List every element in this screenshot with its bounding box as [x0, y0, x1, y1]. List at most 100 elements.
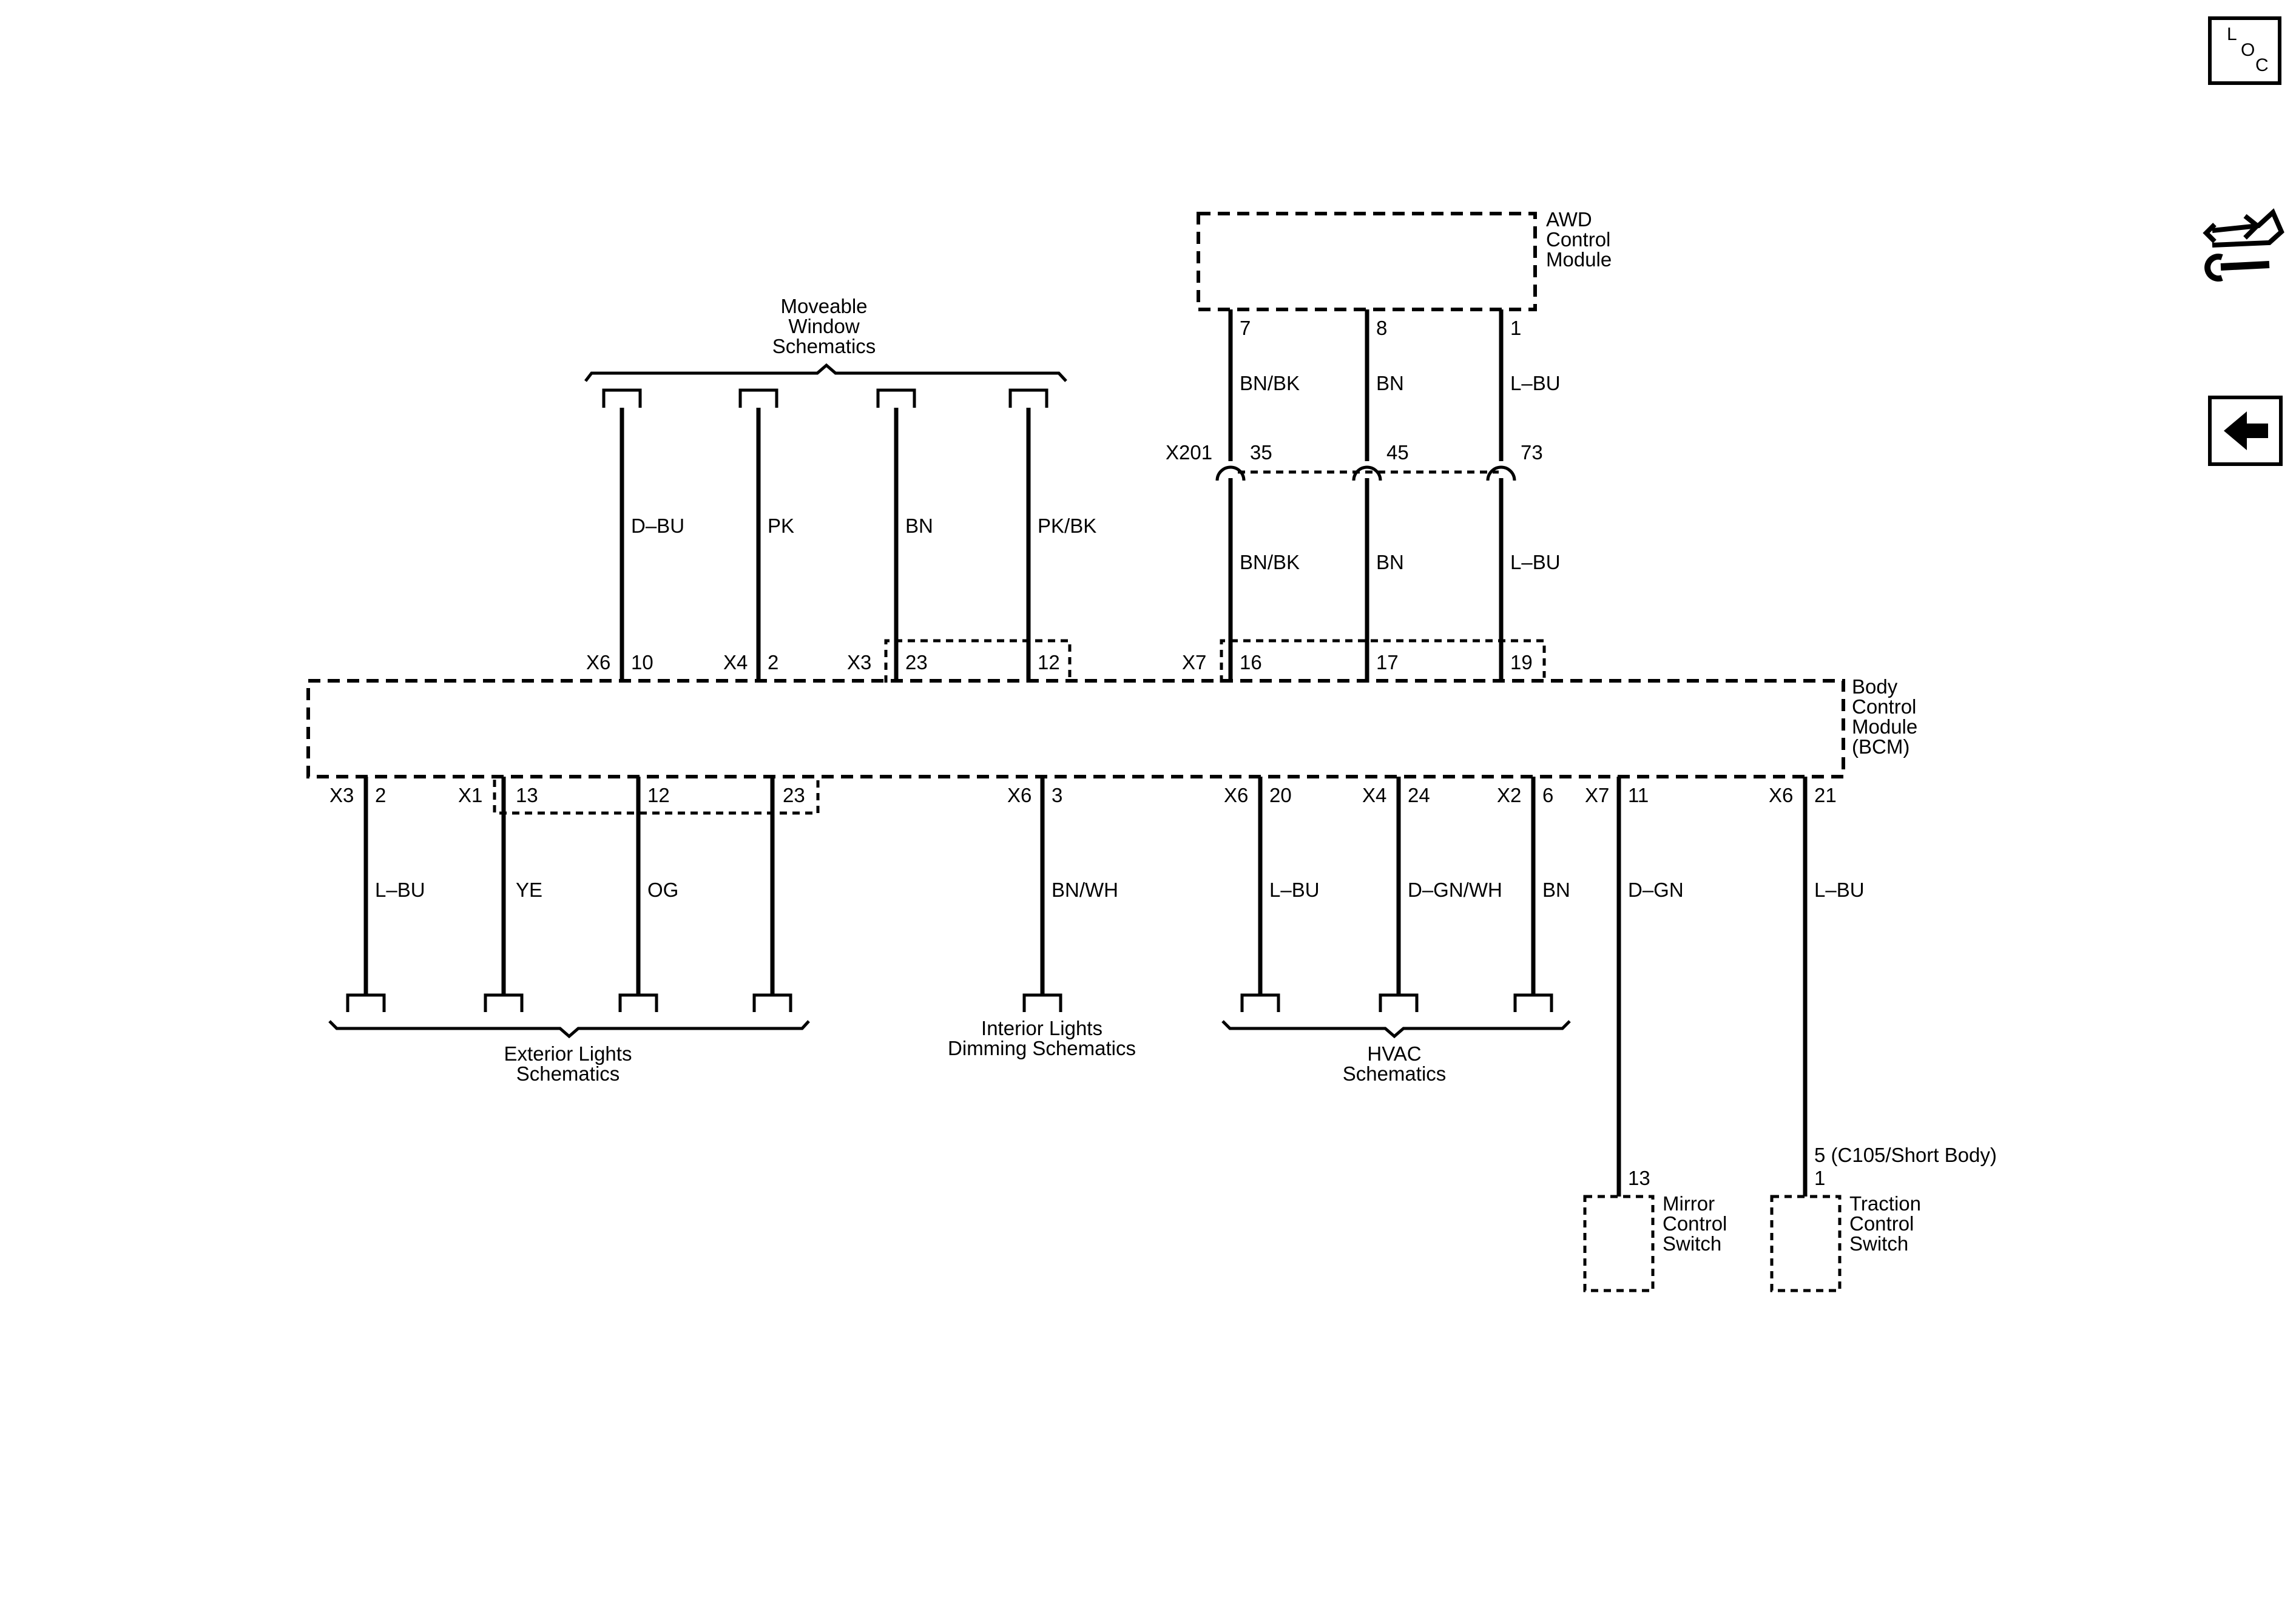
loc-letter-l: L [2227, 24, 2237, 44]
moveable-window-brace [584, 363, 1067, 382]
wire-color: YE [516, 879, 542, 901]
bcm-pin: 16 [1240, 651, 1262, 673]
exterior-lights-brace [328, 1020, 810, 1039]
arrows-wrench-icon[interactable] [2203, 208, 2284, 282]
bcm-pin: 3 [1052, 784, 1062, 806]
x7-connector-box [1220, 639, 1546, 683]
x201-pin: 35 [1250, 441, 1272, 464]
svg-text:Control: Control [1663, 1212, 1727, 1235]
awd-pin: 8 [1376, 317, 1387, 339]
svg-text:Control: Control [1849, 1212, 1914, 1235]
bcm-pin: 20 [1269, 784, 1292, 806]
bcm-connector: X3 [329, 784, 354, 806]
loc-letter-o: O [2241, 40, 2255, 60]
bcm-pin: 10 [631, 651, 653, 673]
bottom-terminals [346, 993, 1553, 1012]
bcm-connector: X6 [1007, 784, 1032, 806]
hvac-schematics-label: HVAC Schematics [1343, 1042, 1447, 1085]
awd-control-module-box [1197, 212, 1537, 311]
return-button[interactable] [2208, 396, 2283, 466]
svg-text:Window: Window [788, 315, 860, 337]
bcm-connector: X3 [847, 651, 871, 673]
mirror-control-switch-box [1583, 1195, 1655, 1292]
svg-text:Body: Body [1852, 675, 1898, 698]
bcm-bottom-wires [363, 777, 1808, 1197]
x201-pin: 45 [1386, 441, 1409, 464]
bcm-pin: 21 [1814, 784, 1837, 806]
interior-lights-dimming-schematics-label: Interior Lights Dimming Schematics [948, 1017, 1136, 1059]
x3-connector-box [884, 639, 1072, 683]
wire-color: L–BU [1814, 879, 1865, 901]
wire-color: L–BU [375, 879, 425, 901]
window-terminals [602, 388, 1048, 408]
wire-color: PK/BK [1038, 515, 1096, 537]
mirror-control-switch-label: Mirror Control Switch [1663, 1192, 1727, 1255]
svg-text:Dimming Schematics: Dimming Schematics [948, 1037, 1136, 1059]
arrow-left-icon [2224, 411, 2268, 450]
bcm-pin: 2 [375, 784, 386, 806]
mirror-switch-pin: 13 [1628, 1167, 1650, 1189]
wire-color: BN/BK [1240, 551, 1300, 573]
moveable-window-wires [620, 408, 1031, 683]
svg-text:Control: Control [1546, 228, 1610, 251]
wire-color: L–BU [1510, 372, 1561, 394]
bcm-connector: X7 [1182, 651, 1206, 673]
wire-color: D–BU [631, 515, 684, 537]
traction-control-switch-box [1770, 1195, 1842, 1292]
bcm-box [306, 679, 1845, 778]
bcm-connector: X6 [1224, 784, 1248, 806]
loc-button[interactable]: L O C [2208, 16, 2281, 85]
svg-text:Traction: Traction [1849, 1192, 1921, 1215]
window-wire-labels: D–BU PK BN PK/BK X6 10 X4 2 X3 23 12 [586, 515, 1096, 673]
awd-control-module-label: AWD Control Module [1546, 208, 1612, 271]
wire-color: BN [1376, 372, 1404, 394]
awd-wires [1228, 309, 1504, 683]
moveable-window-schematics-label: Moveable Window Schematics [772, 295, 876, 357]
svg-text:Module: Module [1546, 248, 1612, 271]
wire-color: BN/BK [1240, 372, 1300, 394]
wire-color: BN [1542, 879, 1570, 901]
loc-letter-c: C [2255, 55, 2269, 75]
hvac-brace [1221, 1020, 1571, 1039]
bcm-connector: X1 [458, 784, 482, 806]
traction-switch-pin: 1 [1814, 1167, 1825, 1189]
awd-wire-labels: 7 8 1 BN/BK BN L–BU X201 35 45 73 BN/BK … [1166, 317, 1561, 673]
svg-text:Control: Control [1852, 695, 1916, 718]
traction-switch-pin: 5 (C105/Short Body) [1814, 1144, 1997, 1166]
svg-text:Schematics: Schematics [772, 335, 876, 357]
wire-color: L–BU [1510, 551, 1561, 573]
svg-text:Moveable: Moveable [780, 295, 867, 317]
wire-color: BN/WH [1052, 879, 1118, 901]
svg-text:HVAC: HVAC [1367, 1042, 1421, 1065]
bottom-wire-labels: X3 2 X1 13 12 23 X6 3 X6 20 X4 24 X2 6 X… [329, 784, 1997, 1189]
x201-label: X201 [1166, 441, 1212, 464]
awd-pin: 7 [1240, 317, 1251, 339]
wire-color: OG [647, 879, 678, 901]
wire-color: L–BU [1269, 879, 1320, 901]
bcm-connector: X7 [1585, 784, 1609, 806]
wire-color: PK [768, 515, 794, 537]
bcm-pin: 13 [516, 784, 538, 806]
bcm-connector: X4 [723, 651, 748, 673]
wire-color: D–GN [1628, 879, 1684, 901]
bcm-pin: 23 [783, 784, 805, 806]
wire-color: BN [905, 515, 933, 537]
x1-connector-box [493, 780, 820, 815]
bcm-label: Body Control Module (BCM) [1852, 675, 1917, 758]
svg-text:Switch: Switch [1663, 1232, 1721, 1255]
svg-text:Interior Lights: Interior Lights [981, 1017, 1102, 1039]
svg-text:Schematics: Schematics [516, 1062, 620, 1085]
bcm-connector: X6 [1769, 784, 1793, 806]
svg-text:Mirror: Mirror [1663, 1192, 1715, 1215]
wire-color: BN [1376, 551, 1404, 573]
bcm-pin: 12 [1038, 651, 1060, 673]
bcm-connector: X4 [1362, 784, 1386, 806]
bcm-pin: 17 [1376, 651, 1399, 673]
bcm-pin: 23 [905, 651, 928, 673]
exterior-lights-schematics-label: Exterior Lights Schematics [504, 1042, 632, 1085]
svg-text:Schematics: Schematics [1343, 1062, 1447, 1085]
awd-pin: 1 [1510, 317, 1521, 339]
svg-text:Switch: Switch [1849, 1232, 1908, 1255]
bcm-pin: 19 [1510, 651, 1533, 673]
